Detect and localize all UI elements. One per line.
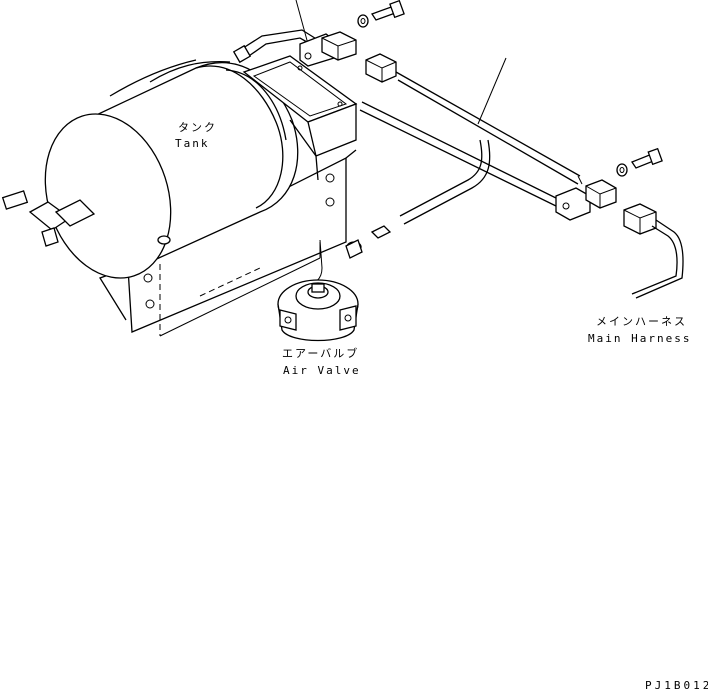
tank-fittings: [1, 190, 171, 247]
right-bracket: [555, 179, 617, 221]
drawing-code: PJ1B012: [645, 679, 708, 692]
air-valve-label-ja: エアーバルブ: [282, 346, 359, 360]
top-bolt: [357, 0, 405, 28]
harness-cable: [359, 71, 583, 207]
leader-lines: [295, 0, 507, 125]
main-harness-connector: [623, 203, 684, 299]
tank-valve-box: [242, 55, 358, 181]
harness-connector-top: [365, 53, 397, 83]
tank-label-en: Tank: [175, 137, 210, 150]
top-bracket: [299, 31, 357, 67]
right-bolt: [616, 147, 663, 177]
tank-body: [44, 59, 299, 279]
air-tube: [345, 139, 491, 259]
main-harness-label-ja: メインハーネス: [596, 315, 687, 328]
tank-frame: [99, 149, 357, 337]
tank-label-ja: タンク: [178, 121, 217, 134]
air-valve-label-en: Air Valve: [283, 364, 361, 377]
main-harness-label-en: Main Harness: [588, 332, 691, 345]
air-valve: [277, 239, 359, 342]
